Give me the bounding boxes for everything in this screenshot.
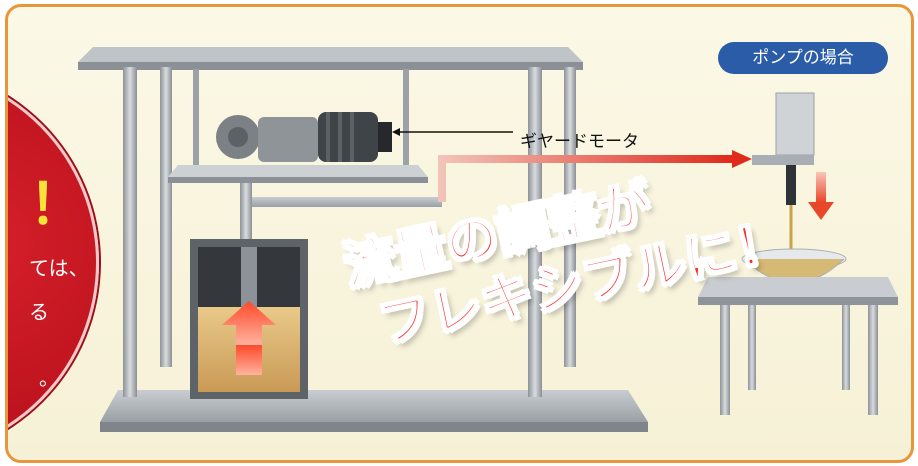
base-plate-edge	[100, 422, 648, 432]
frame-column	[160, 67, 172, 367]
drive-shaft	[240, 183, 252, 243]
frame-column	[528, 67, 542, 397]
diagram-panel: ポンプの場合 ギヤードモータ ！ ては、 る 。 流量の調整が フレキシブルに！	[5, 4, 914, 463]
callout-text-line: ては、	[29, 256, 89, 280]
motor-platform	[168, 165, 428, 177]
geared-motor-label: ギヤードモータ	[520, 132, 639, 152]
up-arrow	[222, 301, 276, 345]
callout-text-line: る	[29, 300, 49, 324]
motor-body	[318, 112, 378, 162]
table-top	[698, 277, 898, 297]
pump-head	[775, 92, 815, 156]
flow-arrow	[438, 155, 732, 202]
frame-column	[123, 67, 137, 397]
pump-illustration	[78, 47, 898, 432]
top-plate	[78, 47, 583, 62]
base-plate	[100, 390, 648, 422]
discharge-pipe	[252, 197, 442, 207]
frame-column	[564, 67, 576, 367]
callout-text-line: 。	[39, 366, 59, 390]
exclamation-mark: ！	[29, 173, 85, 238]
down-arrow	[808, 202, 834, 220]
pump-case-badge: ポンプの場合	[718, 42, 888, 74]
